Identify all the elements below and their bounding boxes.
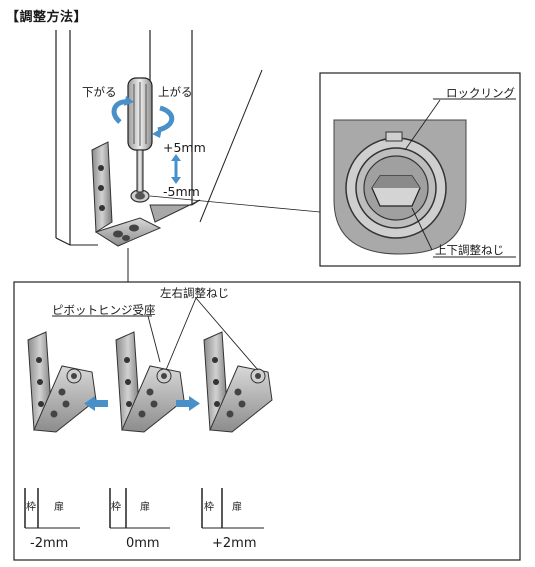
detail-plate — [333, 119, 467, 255]
position-zero: 0mm — [126, 536, 160, 551]
hinge-bracket-top — [91, 141, 162, 247]
lock-ring-label: ロックリング — [446, 86, 515, 100]
screwdriver — [127, 77, 153, 193]
up-label: 上がる — [158, 85, 193, 99]
bottom-box — [13, 281, 521, 561]
arrow-left — [84, 396, 108, 411]
down-label: 下がる — [82, 85, 117, 99]
door-label-1: 扉 — [54, 502, 64, 513]
lock-ring-leader — [404, 99, 441, 151]
updown-screw-label: 上下調整ねじ — [435, 243, 504, 257]
gap-diagram-minus — [24, 488, 80, 529]
updown-arrow — [171, 154, 181, 184]
minus-label: -5mm — [163, 184, 200, 199]
page-title: 【調整方法】 — [6, 10, 88, 25]
door-arm — [149, 199, 201, 223]
hinge-left — [27, 331, 97, 433]
hinge-center — [115, 331, 185, 433]
arrow-right — [176, 396, 200, 411]
door-label-3: 扉 — [232, 502, 242, 513]
gap-diagram-plus — [201, 488, 264, 529]
position-plus: +2mm — [212, 536, 257, 551]
pivot-label: ピボットヒンジ受座 — [52, 303, 156, 317]
perspective-line — [199, 69, 263, 223]
lr-screw-leader — [165, 297, 197, 371]
gap-diagram-zero — [109, 488, 170, 529]
pivot-leader — [147, 315, 161, 363]
callout-line — [149, 195, 321, 213]
hinge-right — [203, 331, 273, 433]
frame-label-2: 枠 — [111, 502, 121, 513]
plus-label: +5mm — [163, 140, 206, 155]
frame-label-3: 枠 — [204, 502, 214, 513]
door-label-2: 扉 — [140, 502, 150, 513]
position-minus: -2mm — [30, 536, 69, 551]
frame-label-1: 枠 — [26, 502, 36, 513]
rotation-arrows — [111, 96, 175, 138]
lr-screw-label: 左右調整ねじ — [160, 286, 229, 300]
updown-screw-leader — [411, 207, 433, 251]
